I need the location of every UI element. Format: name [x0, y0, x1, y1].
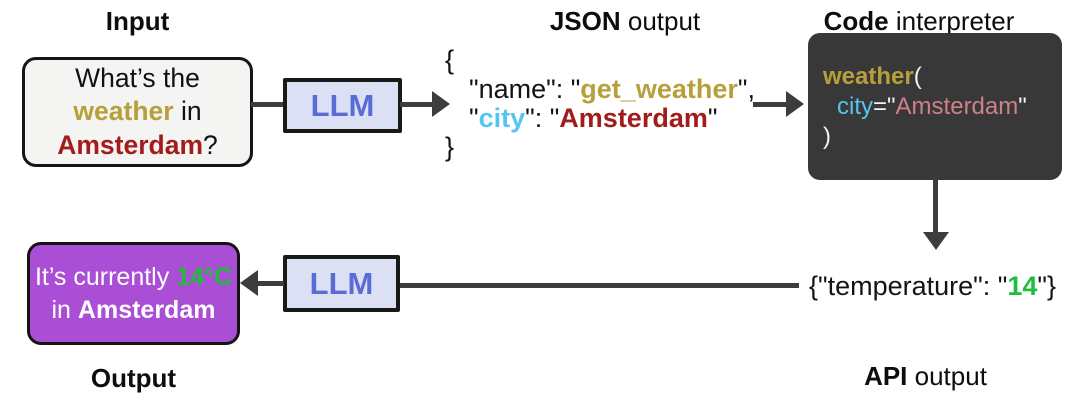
api-output-label: API output — [788, 361, 1063, 392]
output-city: Amsterdam — [77, 295, 216, 324]
json-output-label: JSON output — [445, 6, 805, 37]
input-text-punct: ? — [203, 129, 218, 160]
arrow-llm-output-line — [256, 281, 284, 286]
output-box-text: It’s currently 14°C in Amsterdam — [35, 261, 232, 326]
json-line-city: "city": "Amsterdam" — [445, 104, 755, 133]
output-temperature: 14°C — [176, 263, 233, 291]
arrow-code-api-line — [933, 178, 938, 233]
output-label: Output — [27, 363, 240, 394]
arrow-json-code-head — [786, 91, 804, 117]
json-output-label-rest: output — [620, 6, 701, 36]
json-name-post: ", — [737, 74, 755, 104]
api-result-text: {"temperature": "14"} — [795, 271, 1070, 302]
json-city-mid: ": " — [525, 103, 560, 133]
json-city-value: Amsterdam — [559, 103, 708, 133]
api-output-label-bold: API — [864, 361, 908, 391]
code-interpreter-box: weather( city="Amsterdam" ) — [808, 33, 1062, 180]
code-line-close: ) — [823, 122, 1062, 152]
llm-top-text: LLM — [310, 87, 375, 123]
llm-bottom-text: LLM — [309, 265, 374, 301]
input-label: Input — [22, 6, 253, 37]
json-line-name: "name": "get_weather", — [445, 75, 755, 104]
code-paren-close: ) — [823, 123, 831, 150]
json-city-pre: " — [469, 103, 479, 133]
json-city-key: city — [478, 103, 526, 133]
llm-box-bottom: LLM — [283, 255, 400, 312]
code-arg-key: city — [837, 93, 873, 120]
code-quote-close: " — [1018, 93, 1027, 120]
input-box: What’s the weather in Amsterdam? — [22, 57, 253, 167]
json-brace-close: } — [445, 132, 455, 162]
code-interpreter-label-bold: Code — [823, 6, 889, 36]
code-line-fn: weather( — [823, 62, 1062, 92]
input-text-pre: What’s the — [75, 62, 200, 93]
output-text-in: in — [51, 295, 78, 324]
api-result-post: "} — [1037, 271, 1056, 301]
arrow-json-code-line — [753, 102, 788, 107]
connector-api-llm — [399, 283, 799, 288]
input-text-post: in — [173, 96, 202, 127]
api-result-pre: {"temperature": " — [808, 271, 1008, 301]
code-interpreter-label: Code interpreter — [783, 6, 1055, 37]
code-quote-open: " — [887, 93, 896, 120]
api-temperature-value: 14 — [1007, 271, 1038, 301]
code-paren-open: ( — [913, 63, 922, 90]
json-brace-open: { — [445, 45, 455, 75]
code-line-arg: city="Amsterdam" — [823, 92, 1062, 122]
output-box: It’s currently 14°C in Amsterdam — [27, 242, 240, 345]
connector-input-llm — [251, 102, 285, 107]
city-name: Amsterdam — [57, 129, 204, 160]
code-function-name: weather — [823, 63, 914, 90]
api-output-label-rest: output — [907, 361, 987, 391]
input-box-text: What’s the weather in Amsterdam? — [25, 62, 250, 162]
code-arg-value: Amsterdam — [895, 93, 1019, 120]
json-city-post: " — [707, 103, 718, 133]
arrow-code-api-head — [923, 232, 949, 250]
json-output-label-bold: JSON — [549, 6, 621, 36]
input-label-text: Input — [105, 6, 170, 36]
arrow-llm-json-head — [432, 91, 450, 117]
json-function-value: get_weather — [580, 74, 738, 104]
json-name-pre: "name": " — [469, 74, 581, 104]
json-output-block: { "name": "get_weather", "city": "Amster… — [445, 46, 755, 162]
arrow-llm-json-line — [400, 102, 433, 107]
weather-keyword: weather — [73, 96, 174, 127]
output-label-text: Output — [90, 363, 177, 393]
code-arg-eq: = — [873, 93, 888, 120]
llm-box-top: LLM — [283, 78, 402, 133]
arrow-llm-output-head — [240, 270, 258, 296]
code-interpreter-label-rest: interpreter — [888, 6, 1015, 36]
output-text-pre: It’s currently — [34, 263, 177, 291]
